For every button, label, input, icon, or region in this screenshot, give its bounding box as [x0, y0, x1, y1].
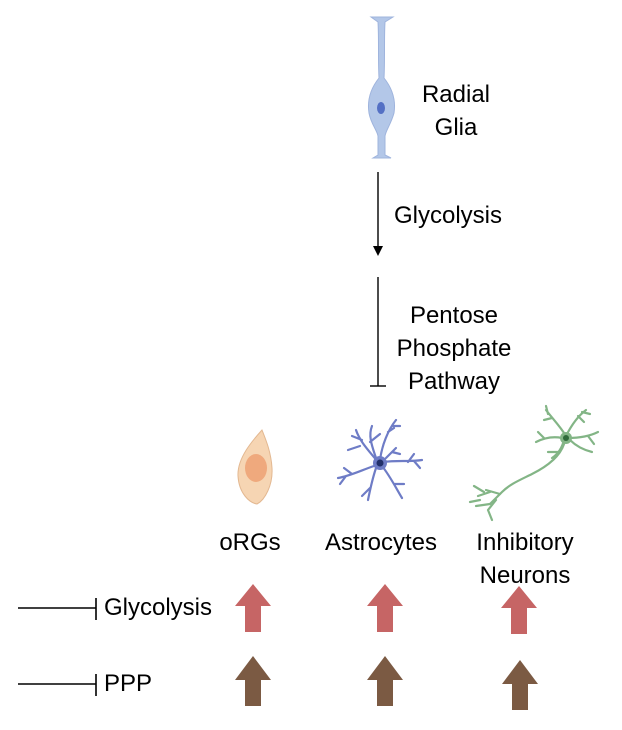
radial-glia-cell-icon	[368, 16, 395, 159]
ppp-label-line2: Phosphate	[396, 335, 512, 362]
astrocyte-cell-icon	[336, 418, 424, 502]
ppp-up-arrow-astrocytes	[367, 656, 403, 706]
org-cell-icon	[237, 429, 273, 505]
glycolysis-up-arrow-orgs	[235, 584, 271, 632]
ppp-label-line1: Pentose	[409, 302, 499, 329]
glycolysis-up-arrow-inhibitory-neurons	[501, 586, 537, 634]
inhibitory-neurons-label-line1: Inhibitory	[476, 529, 574, 556]
glycolysis-arrow	[373, 172, 383, 256]
ppp-inhibition-arrow	[370, 277, 386, 387]
ppp-up-arrow-inhibitory-neurons	[502, 660, 538, 710]
glycolysis-pathway-label: Glycolysis	[394, 202, 503, 229]
radial-glia-label-line1: Radial	[421, 81, 491, 108]
inhibitory-neurons-label-line2: Neurons	[479, 562, 571, 589]
ppp-label-line3: Pathway	[407, 368, 501, 395]
glycolysis-up-arrow-astrocytes	[367, 584, 403, 632]
ppp-up-arrow-orgs	[235, 656, 271, 706]
glycolysis-inhibition-line	[18, 598, 97, 620]
ppp-inhibition-line	[18, 674, 97, 696]
org-label: oRGs	[219, 529, 281, 556]
astrocytes-label: Astrocytes	[324, 529, 438, 556]
glycolysis-row-label: Glycolysis	[104, 594, 213, 621]
ppp-row-label: PPP	[104, 670, 153, 697]
radial-glia-label-line2: Glia	[434, 114, 478, 141]
inhibitory-neuron-icon	[468, 404, 600, 522]
